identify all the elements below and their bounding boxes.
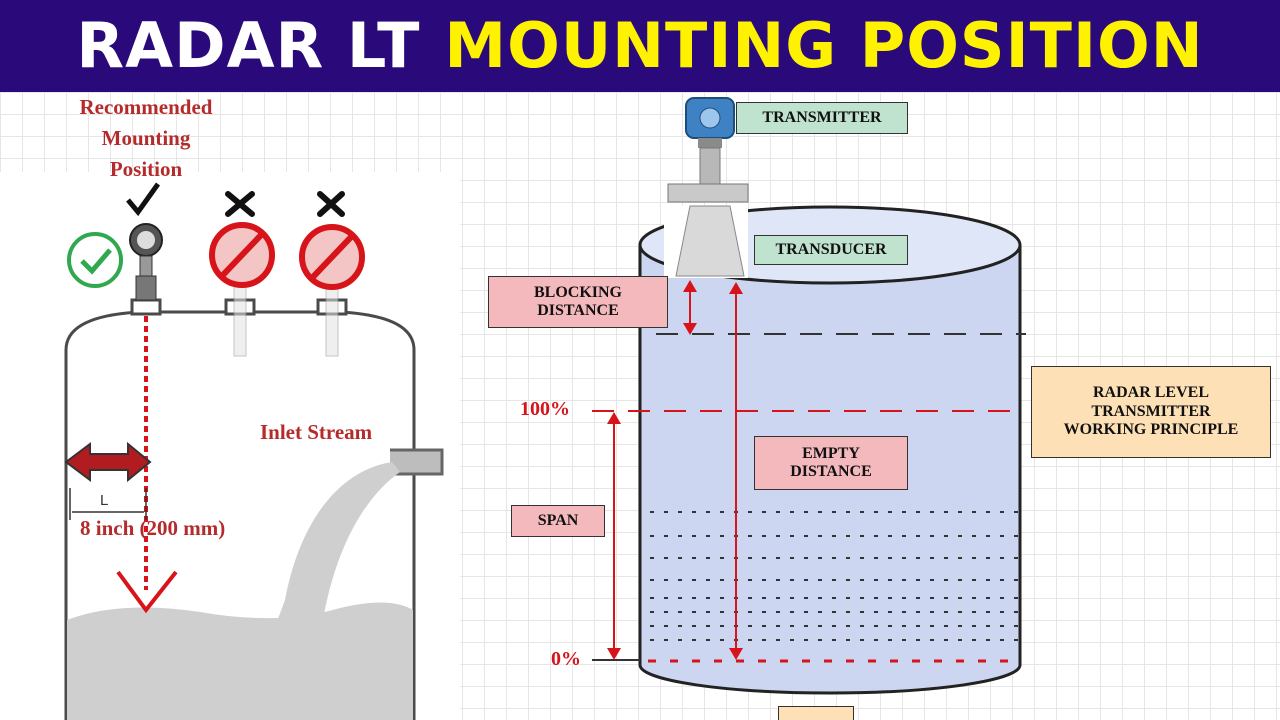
inlet-pipe: [390, 448, 444, 476]
principle-line-1: RADAR LEVEL: [1092, 384, 1209, 402]
l-label: L: [100, 492, 109, 509]
level-0-label: 0%: [551, 648, 581, 670]
transmitter-label: TRANSMITTER: [736, 102, 908, 134]
blocking-distance-label: BLOCKING DISTANCE: [488, 276, 668, 328]
bottom-label-stub: [778, 706, 854, 720]
recommended-line-1: Recommended: [79, 95, 213, 119]
principle-line-3: WORKING PRINCIPLE: [1063, 421, 1239, 439]
check-mark-icon: [126, 182, 161, 217]
recommended-label: Recommended Mounting Position: [36, 92, 256, 185]
recommended-transmitter: [129, 223, 163, 301]
span-arrow: [607, 412, 621, 660]
transducer-label: TRANSDUCER: [754, 235, 908, 265]
inlet-stream-label: Inlet Stream: [260, 420, 373, 444]
title-part-1: RADAR LT: [76, 9, 421, 82]
inlet-stream: [270, 462, 400, 640]
prohibited-icon-2: [299, 224, 365, 290]
x-mark-icon-2: [317, 191, 345, 217]
empty-line-1: EMPTY: [802, 444, 860, 462]
x-mark-icon-1: [225, 191, 255, 217]
principle-line-2: TRANSMITTER: [1091, 402, 1211, 420]
empty-distance-label: EMPTY DISTANCE: [754, 436, 908, 490]
recommended-line-3: Position: [109, 157, 183, 181]
distance-label: 8 inch (200 mm): [80, 516, 226, 540]
recommended-line-2: Mounting: [101, 126, 191, 150]
liquid-level-lines: [650, 511, 1018, 641]
prohibited-icon-1: [209, 222, 275, 288]
distance-arrow: [64, 441, 152, 483]
blocking-line-1: BLOCKING: [533, 283, 622, 301]
level-100-label: 100%: [520, 398, 570, 420]
blocking-arrow: [683, 280, 697, 335]
title-part-2: MOUNTING POSITION: [444, 9, 1204, 82]
ok-circle-icon: [67, 232, 123, 288]
empty-line-2: DISTANCE: [790, 463, 872, 480]
span-label: SPAN: [511, 505, 605, 537]
blocking-line-2: DISTANCE: [537, 302, 619, 319]
title-banner: RADAR LT MOUNTING POSITION: [0, 0, 1280, 92]
empty-distance-arrow: [729, 282, 743, 660]
liquid-surface: [67, 602, 413, 720]
transmitter-device: [667, 97, 749, 277]
principle-label: RADAR LEVEL TRANSMITTER WORKING PRINCIPL…: [1031, 366, 1271, 458]
beam-arrowhead: [116, 570, 178, 614]
